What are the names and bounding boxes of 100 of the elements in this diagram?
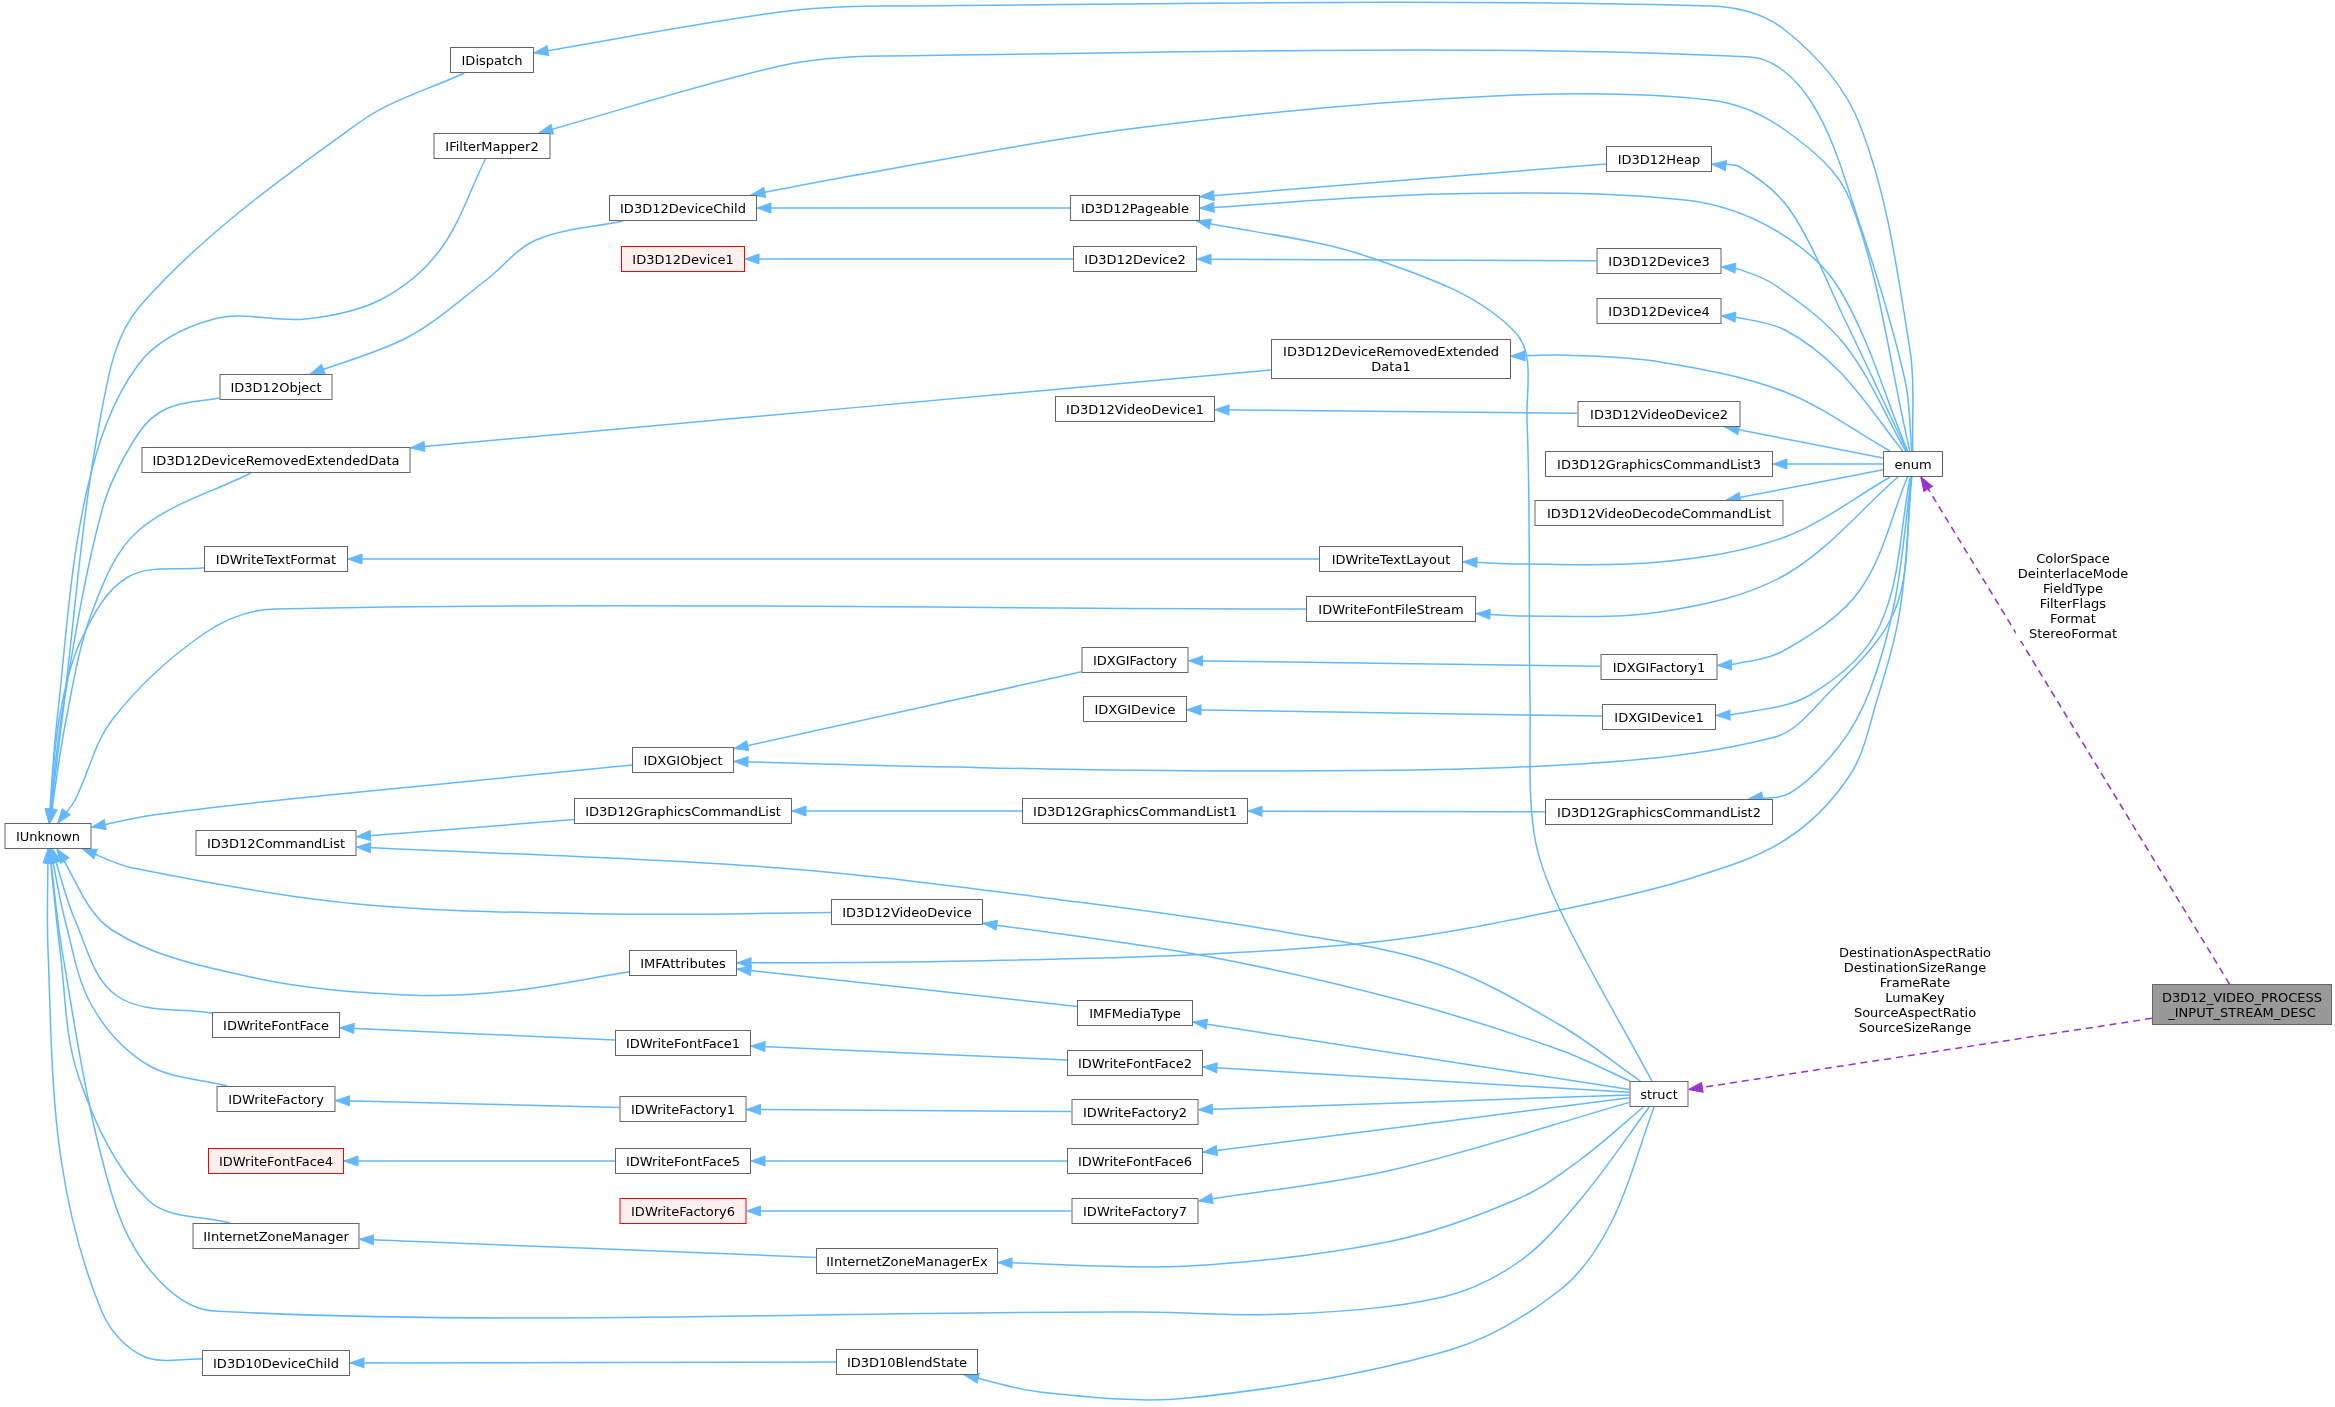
class-name: ID3D12VideoDevice2 <box>1590 406 1728 422</box>
class-box <box>1596 248 1722 274</box>
class-name: IDWriteFontFace5 <box>625 1153 741 1169</box>
class-name: IDWriteFontFace <box>223 1017 329 1033</box>
class-name: IDWriteFontFace2 <box>1077 1055 1193 1071</box>
arrow <box>47 848 228 1087</box>
class-name: ID3D12CommandList <box>206 835 346 851</box>
arrow <box>750 1041 1068 1061</box>
arrow <box>1202 1097 1631 1156</box>
class-box <box>212 1012 340 1038</box>
class-box <box>615 1148 751 1174</box>
class-name: IDXGIDevice1 <box>1614 709 1704 725</box>
class-name: ID3D12DeviceChild <box>620 200 746 216</box>
class-box <box>1055 396 1215 422</box>
class-name: ID3D12VideoDecodeCommandList <box>1547 505 1771 521</box>
arrow <box>343 1155 616 1167</box>
class-name: IMFMediaType <box>1089 1005 1181 1021</box>
class-box <box>615 1030 751 1056</box>
class-name: IInternetZoneManagerEx <box>826 1253 988 1269</box>
class-box <box>4 823 92 849</box>
class-name: IDWriteFactory6 <box>631 1203 735 1219</box>
arrow <box>1720 311 1904 452</box>
class-box <box>621 246 745 272</box>
arrow <box>1772 458 1884 470</box>
class-box <box>1306 596 1476 622</box>
class-box <box>619 1096 747 1122</box>
class-box <box>433 133 551 159</box>
class-name: enum <box>1894 456 1932 472</box>
arrow <box>51 848 213 1015</box>
class-name: ID3D12GraphicsCommandList2 <box>1557 804 1761 820</box>
arrow <box>982 919 1631 1082</box>
class-box <box>1067 1148 1203 1174</box>
class-name: IDXGIDevice <box>1094 701 1176 717</box>
arrow <box>1202 1062 1631 1094</box>
class-name: IMFAttributes <box>640 955 726 971</box>
class-box <box>1070 195 1200 221</box>
arrow <box>42 848 203 1362</box>
class-box <box>1577 401 1741 427</box>
class-box <box>1629 1081 1689 1107</box>
class-box <box>195 830 357 856</box>
arrow <box>1199 163 1607 202</box>
arrow <box>349 1357 837 1369</box>
arrow <box>81 848 832 916</box>
arrow <box>1720 262 1907 452</box>
class-name: IDWriteFactory2 <box>1083 1104 1187 1120</box>
class-box <box>574 798 792 824</box>
class-box <box>192 1223 360 1249</box>
class-box <box>1067 1050 1203 1076</box>
class-name: ID3D10DeviceChild <box>213 1355 339 1371</box>
arrow <box>1247 805 1546 817</box>
arrow <box>745 1104 1073 1115</box>
arrow <box>750 92 1911 452</box>
class-name: IDWriteFactory7 <box>1083 1203 1187 1219</box>
class-box <box>619 1198 747 1224</box>
class-box <box>629 950 737 976</box>
arrow <box>1192 1018 1631 1091</box>
class-box <box>219 374 333 400</box>
class-name: ID3D12Object <box>230 379 322 395</box>
class-name: ID3D12DeviceRemovedExtendedData <box>152 452 400 468</box>
class-name: IDWriteTextFormat <box>215 551 337 567</box>
class-box <box>450 47 534 73</box>
arrow <box>791 805 1023 817</box>
class-name: IDXGIFactory <box>1092 652 1178 668</box>
arrow <box>745 1205 1073 1217</box>
arrow <box>1186 704 1603 717</box>
arrow <box>355 818 575 842</box>
class-box <box>1545 799 1773 825</box>
class-name: IDispatch <box>461 52 523 68</box>
class-name: IDWriteFontFace6 <box>1077 1153 1193 1169</box>
class-box <box>1022 798 1248 824</box>
class-name: IDXGIFactory1 <box>1612 659 1706 675</box>
arrow <box>963 1106 1655 1401</box>
arrow <box>358 1234 817 1259</box>
class-box <box>204 546 348 572</box>
dashed-arrow <box>1920 476 2231 985</box>
class-box <box>831 899 983 925</box>
class-box <box>816 1248 998 1274</box>
class-name: ID3D12VideoDevice <box>842 904 972 920</box>
class-box <box>1600 654 1718 680</box>
arrow <box>1197 1101 1631 1205</box>
class-box <box>1081 647 1189 673</box>
class-box <box>1534 500 1784 526</box>
arrow <box>339 1022 616 1041</box>
arrow <box>355 842 1642 1082</box>
class-name: IDWriteFontFace1 <box>625 1035 741 1051</box>
arrow <box>736 965 1078 1008</box>
arrow <box>750 1155 1068 1167</box>
class-box <box>1073 246 1197 272</box>
class-name: IFilterMapper2 <box>445 138 539 154</box>
class-name: ID3D12DeviceRemovedExtended Data1 <box>1282 344 1500 374</box>
arrow <box>90 764 633 830</box>
class-box <box>1596 298 1722 324</box>
arrow <box>1197 1094 1631 1115</box>
dashed-arrow <box>1687 1017 2153 1093</box>
arrow <box>1214 404 1579 416</box>
arrow <box>736 476 1913 969</box>
class-name: ID3D12Device4 <box>1608 303 1710 319</box>
arrow <box>744 253 1074 265</box>
class-box <box>1071 1198 1199 1224</box>
class-box <box>836 1349 978 1375</box>
